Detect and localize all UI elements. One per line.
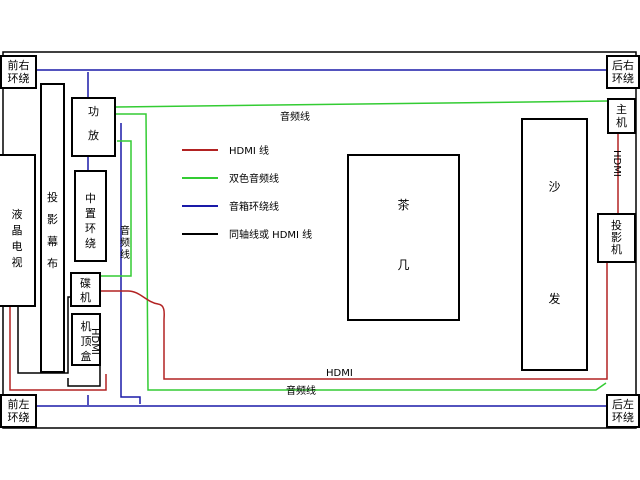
wire-hdmi-tv — [9, 307, 107, 391]
wire-audio-amp-loop — [115, 113, 607, 391]
settop-label-2: 顶 — [80, 335, 92, 348]
legend-line-hdmi — [182, 149, 218, 151]
legend-label-speaker: 音箱环绕线 — [229, 202, 279, 213]
disc-label-2: 机 — [80, 291, 91, 304]
center-label-1: 中 — [85, 192, 96, 205]
front-left-surround-speaker: 前左 环绕 — [0, 394, 37, 428]
screen-label-2: 影 — [47, 213, 58, 226]
legend-line-speaker — [182, 205, 218, 207]
rear-right-surround-speaker: 后右 环绕 — [606, 55, 640, 89]
hdmi-wire-label-bottom: HDMI — [326, 368, 353, 379]
center-speaker: 中 置 环 绕 — [74, 170, 107, 262]
amplifier: 功 放 — [71, 97, 116, 157]
rear-left-surround-speaker: 后左 环绕 — [606, 394, 640, 428]
wire-audio-amp-to-host — [114, 100, 609, 108]
tv-label-3: 电 — [11, 240, 23, 253]
host-device: 主 机 — [607, 98, 636, 134]
audio-vertical-char: 频 — [120, 238, 130, 249]
projection-screen: 投 影 幕 布 — [40, 83, 65, 373]
front-right-surround-speaker: 前右 环绕 — [0, 55, 37, 89]
tea-label-1: 茶 — [397, 198, 410, 212]
hdmi-wire-label-left: HDMI — [89, 328, 100, 355]
screen-label-1: 投 — [47, 191, 58, 204]
sofa-label-2: 发 — [548, 292, 561, 306]
sofa: 沙 发 — [521, 118, 588, 371]
wire-hdmi-disc-to-projector — [100, 261, 612, 380]
settop-label-3: 盒 — [80, 350, 92, 363]
tv-label-1: 液 — [11, 208, 23, 221]
wire-amp-right-down — [120, 123, 141, 404]
settop-label-1: 机 — [80, 320, 92, 333]
legend-label-coax: 同轴线或 HDMI 线 — [229, 230, 313, 241]
hdmi-wire-label-right: HDMI — [611, 150, 622, 177]
tv-label-4: 视 — [11, 256, 23, 269]
tea-label-2: 几 — [397, 258, 410, 272]
lcd-tv: 液 晶 电 视 — [0, 154, 36, 307]
legend-label-hdmi: HDMI 线 — [229, 146, 269, 157]
amp-label-1: 功 — [88, 105, 99, 118]
screen-label-4: 布 — [47, 257, 58, 270]
audio-vertical-char: 音 — [120, 226, 130, 237]
audio-wire-label-vertical: 音频线 — [119, 226, 131, 262]
tv-label-2: 晶 — [11, 224, 23, 237]
wire-audio-disc — [100, 140, 132, 277]
center-label-4: 绕 — [85, 237, 96, 250]
center-label-2: 置 — [85, 207, 96, 220]
disc-player: 碟 机 — [70, 272, 101, 307]
center-label-3: 环 — [85, 222, 96, 235]
disc-label-1: 碟 — [80, 277, 91, 290]
settop-box: 机 顶 盒 — [71, 313, 101, 366]
wire-coax-settop — [67, 366, 101, 387]
audio-wire-label-top: 音频线 — [280, 112, 310, 123]
legend-label-audio: 双色音频线 — [229, 174, 279, 185]
projector-device: 投 影 机 — [597, 213, 636, 263]
amp-label-2: 放 — [88, 129, 99, 142]
legend-line-coax — [182, 233, 218, 235]
audio-wire-label-bottom: 音频线 — [286, 386, 316, 397]
sofa-label-1: 沙 — [548, 180, 561, 194]
screen-label-3: 幕 — [47, 235, 58, 248]
legend-line-audio — [182, 177, 218, 179]
tea-table: 茶 几 — [347, 154, 460, 321]
audio-vertical-char: 线 — [120, 250, 130, 261]
